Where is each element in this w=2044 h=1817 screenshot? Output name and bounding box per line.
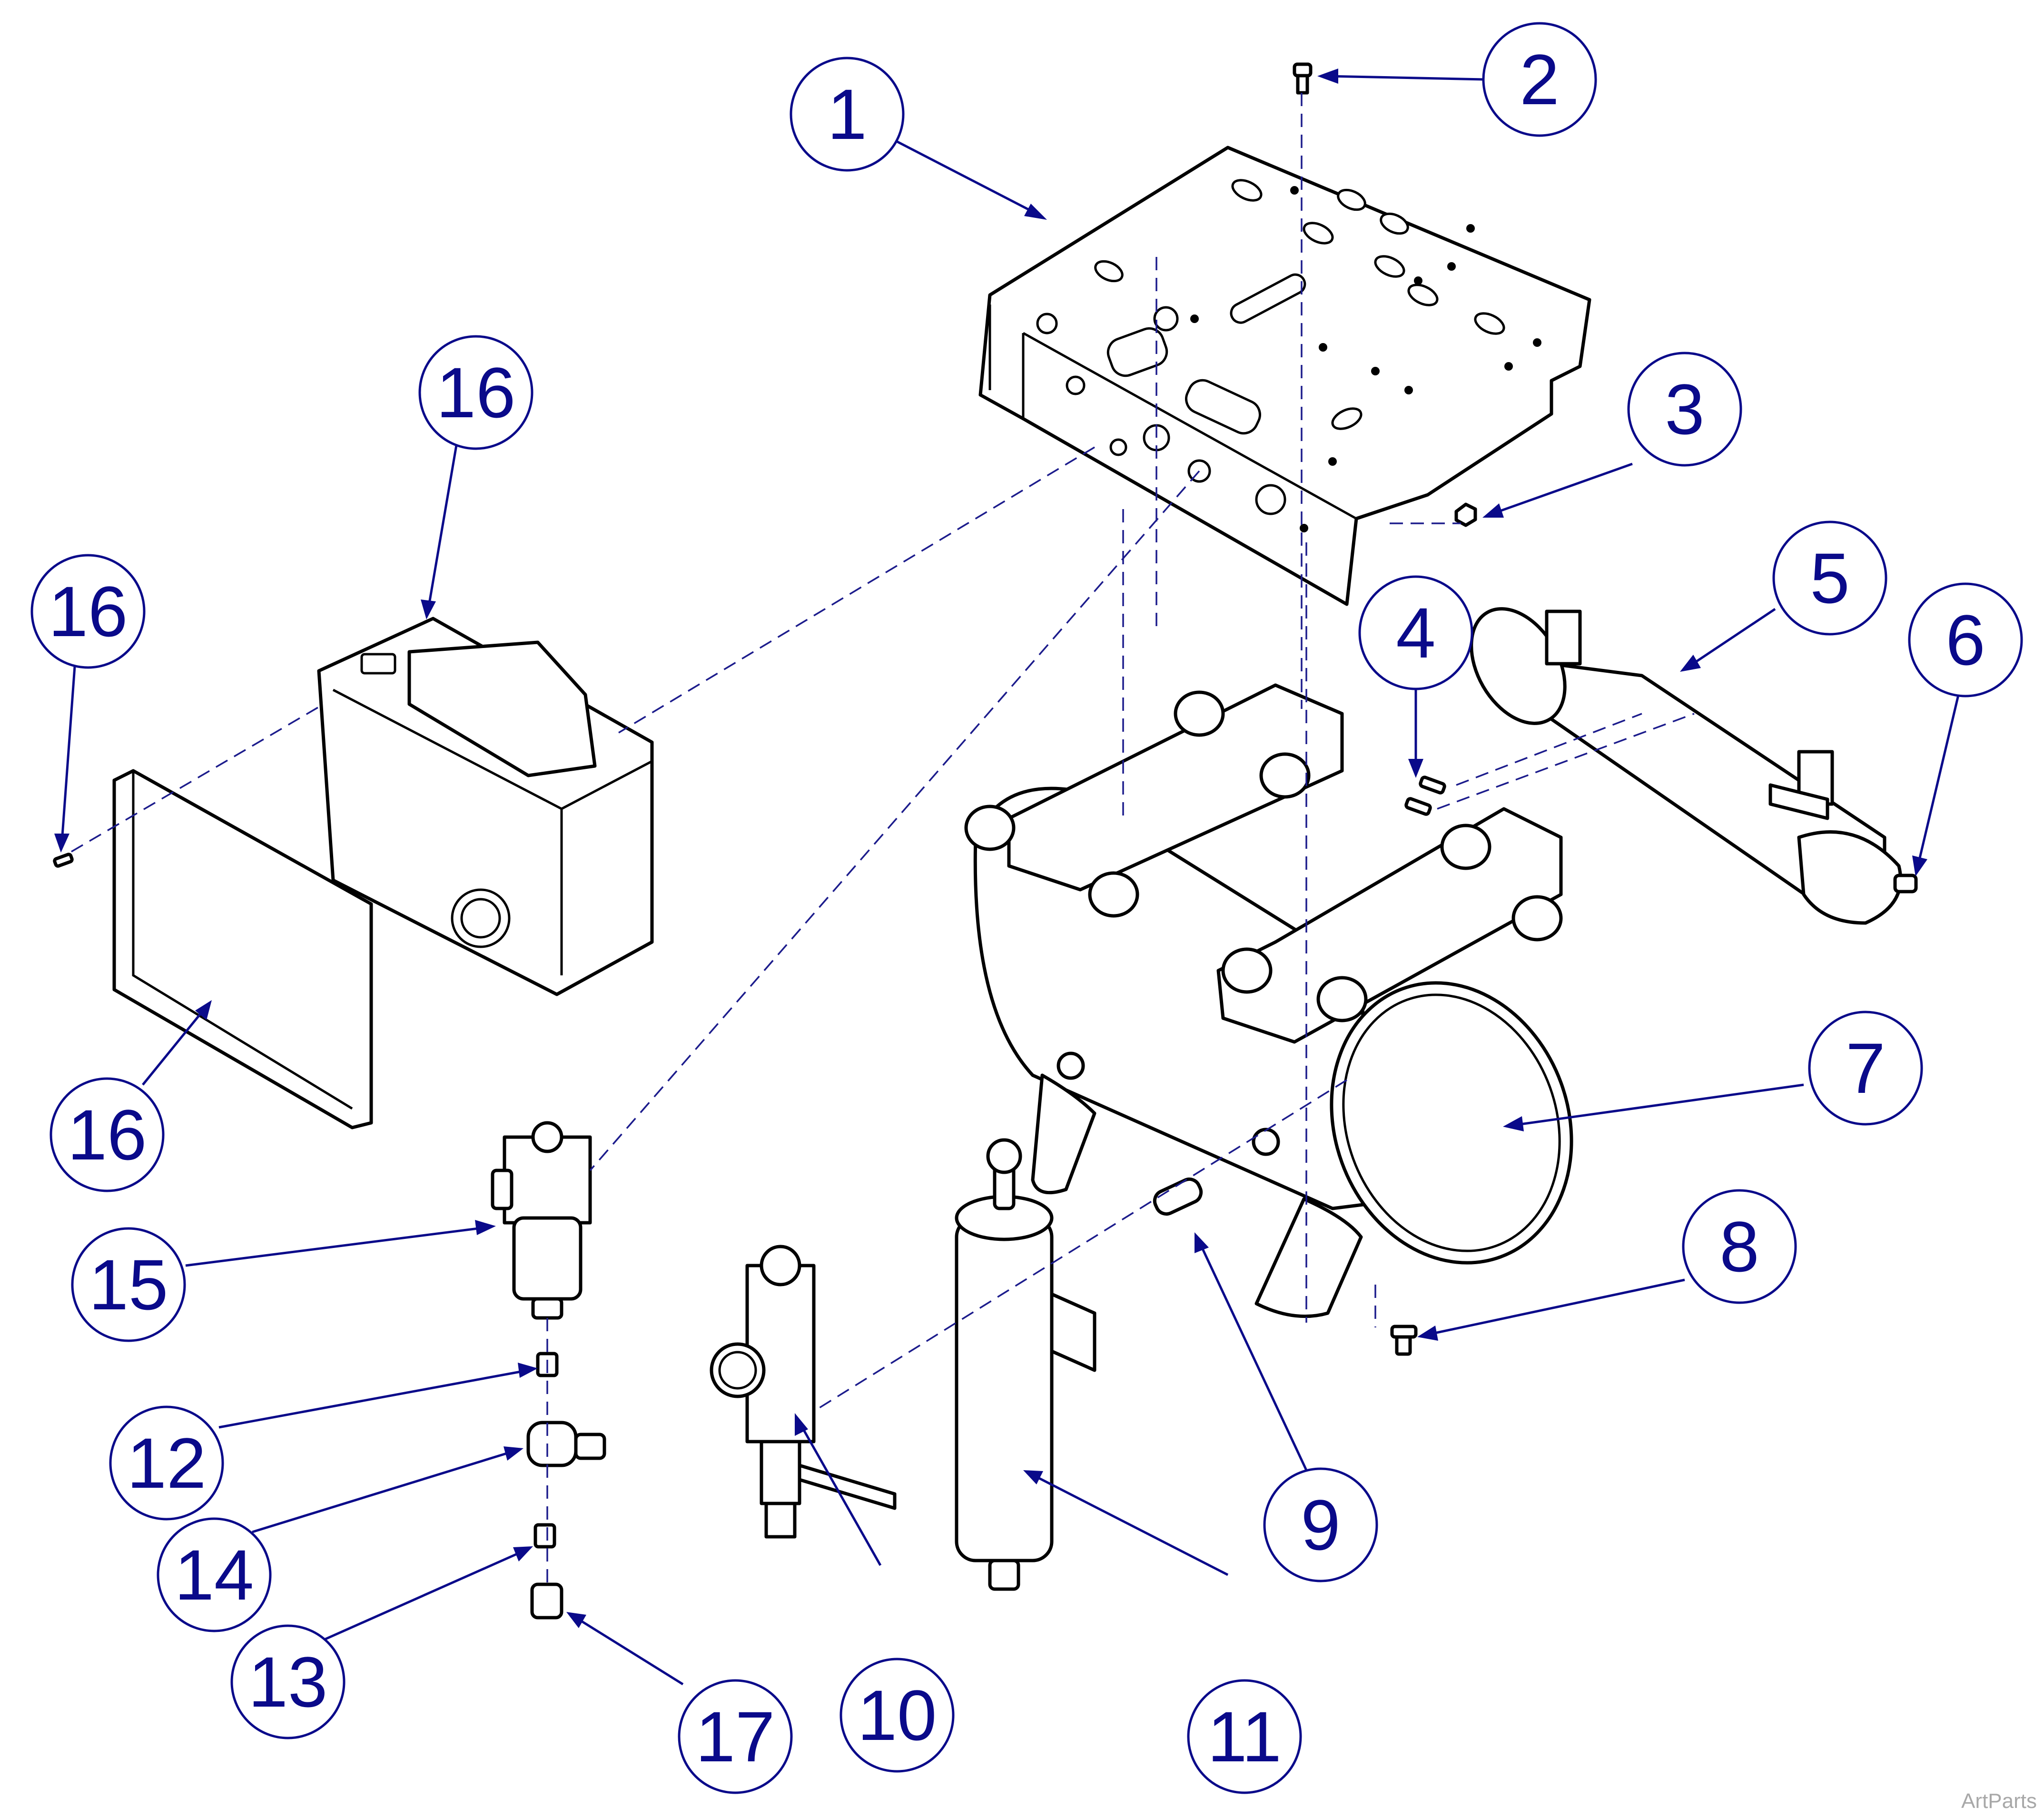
callout-14-label: 14 [175, 1535, 254, 1615]
callout-16-enclosure: 16 [418, 335, 533, 450]
part-16-enclosure [317, 617, 654, 996]
callout-2: 2 [1482, 22, 1597, 137]
callout-14: 14 [157, 1517, 272, 1632]
part-4-bolts [1404, 776, 1446, 816]
part-6-fitting [1893, 874, 1918, 894]
part-14-tee-fitting [526, 1421, 606, 1467]
callout-1: 1 [790, 57, 905, 172]
callout-17: 17 [678, 1679, 793, 1794]
part-5-auxiliary-tank [1470, 607, 1903, 925]
callout-16-screw: 16 [30, 554, 146, 669]
callout-16-label: 16 [49, 571, 128, 651]
callout-16-label: 16 [436, 353, 516, 432]
assembly-lines [71, 93, 1695, 1584]
callout-11-label: 11 [1207, 1697, 1282, 1777]
part-15-filter-regulator [491, 1121, 592, 1320]
part-1-mounting-plate [978, 146, 1591, 606]
callout-4-label: 4 [1396, 593, 1435, 673]
callout-2-label: 2 [1520, 39, 1559, 119]
callout-12-label: 12 [127, 1423, 207, 1503]
part-16-screw [53, 853, 74, 868]
leader-lines [54, 69, 1962, 1686]
callout-10: 10 [839, 1658, 955, 1773]
part-3-nut [1454, 502, 1477, 527]
callout-17-label: 17 [696, 1697, 775, 1777]
callout-4: 4 [1358, 575, 1473, 690]
callout-5-label: 5 [1810, 538, 1849, 618]
watermark: ArtParts [1961, 1789, 2037, 1813]
callout-13-label: 13 [248, 1642, 328, 1722]
callout-10-label: 10 [858, 1675, 937, 1755]
callout-5: 5 [1772, 521, 1887, 636]
callout-15: 15 [71, 1227, 186, 1342]
part-16-door-panel [112, 769, 373, 1129]
callout-8: 8 [1682, 1189, 1797, 1304]
callout-6-label: 6 [1945, 600, 1985, 680]
part-17-plug [530, 1582, 563, 1620]
callout-3: 3 [1627, 352, 1742, 467]
part-11-vertical-tank [955, 1138, 1096, 1591]
part-7-main-tank [964, 683, 1573, 1318]
callout-15-label: 15 [89, 1245, 168, 1325]
callout-7: 7 [1808, 1011, 1923, 1126]
callout-13: 13 [230, 1624, 346, 1739]
callout-9-label: 9 [1301, 1485, 1340, 1565]
part-9-nipple [1153, 1177, 1203, 1216]
part-8-drain-valve [1390, 1325, 1418, 1356]
callout-12: 12 [109, 1405, 224, 1521]
part-13-fitting [533, 1523, 556, 1549]
part-2-screw [1293, 62, 1313, 95]
callout-16-door: 16 [49, 1077, 165, 1192]
callout-16-label: 16 [68, 1095, 147, 1175]
callout-3-label: 3 [1665, 369, 1704, 449]
callout-11: 11 [1187, 1679, 1302, 1794]
callout-9: 9 [1263, 1467, 1378, 1582]
callout-7-label: 7 [1846, 1028, 1885, 1108]
part-10-valve-assembly [710, 1245, 897, 1539]
callout-8-label: 8 [1719, 1207, 1759, 1287]
callout-6: 6 [1908, 582, 2023, 697]
callout-1-label: 1 [827, 74, 867, 154]
